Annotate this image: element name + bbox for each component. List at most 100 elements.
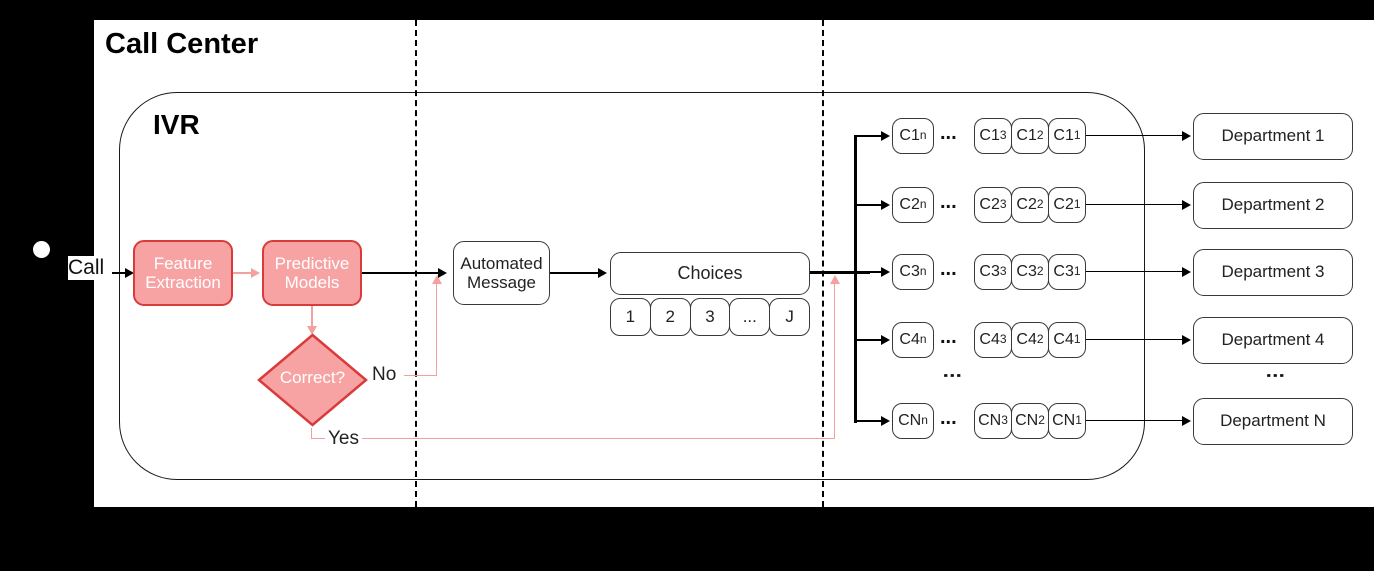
node-choices[interactable]: Choices	[610, 252, 810, 295]
edge-trunk-to-queue-5	[856, 420, 882, 422]
queue-label-subscript: 3	[999, 264, 1007, 279]
edge-queue-2-to-department-2	[1086, 204, 1183, 205]
arrowhead-yes-into-flow	[830, 275, 840, 284]
node-predictive-models[interactable]: Predictive Models	[262, 240, 362, 306]
lane-divider-2	[822, 20, 824, 507]
arrowhead-trunk-to-queue-4	[881, 335, 890, 345]
edge-label-no: No	[369, 364, 400, 386]
queue-label-base: C3	[1016, 263, 1037, 281]
queue-label-base: C2	[1016, 196, 1037, 214]
queue-2-horizontal-ellipsis: ...	[940, 191, 957, 213]
edge-queue-1-to-department-1	[1086, 135, 1183, 136]
queue-label-base: CN	[978, 412, 1002, 430]
edge-trunk-to-queue-1	[856, 135, 882, 137]
queue-label-base: C2	[1053, 196, 1074, 214]
arrowhead-no-into-flow	[432, 275, 442, 284]
queue-label-subscript: n	[919, 197, 927, 212]
choice-key-3[interactable]: 3	[689, 298, 731, 336]
edge-yes-segment-h2	[362, 438, 835, 439]
queue-label-base: C4	[979, 331, 1000, 349]
queue-label-base: C2	[899, 196, 920, 214]
choice-key-5[interactable]: J	[769, 298, 810, 336]
queue-label-base: C4	[1053, 331, 1074, 349]
department-box-3[interactable]: Department 3	[1193, 248, 1353, 296]
arrowhead-call-to-feature	[125, 268, 134, 278]
node-feature-extraction[interactable]: Feature Extraction	[133, 240, 233, 306]
choice-key-1[interactable]: 1	[610, 298, 651, 336]
arrowhead-feature-to-predictive	[251, 268, 260, 278]
arrowhead-predictive-to-decision	[307, 326, 317, 335]
edge-predictive-to-message	[362, 272, 440, 274]
queue-label-base: C3	[1053, 263, 1074, 281]
ivr-container	[119, 92, 1145, 480]
queue-label-base: C2	[979, 196, 1000, 214]
queue-label-subscript: 1	[1073, 128, 1081, 143]
edge-message-to-choices	[550, 272, 600, 274]
choice-key-2[interactable]: 2	[649, 298, 691, 336]
edge-no-segment-v	[436, 282, 437, 376]
queue-label-base: CN	[1052, 412, 1076, 430]
edge-queue-4-to-department-4	[1086, 339, 1183, 340]
queue-label-subscript: n	[921, 413, 928, 428]
node-decision-correct[interactable]: Correct?	[256, 332, 369, 428]
arrowhead-queue-3-to-department-3	[1182, 267, 1191, 277]
queue-label-base: C4	[899, 331, 920, 349]
queue-label-subscript: 2	[1038, 413, 1045, 428]
queue-label-subscript: 1	[1073, 197, 1081, 212]
edge-yes-segment-v2	[834, 282, 835, 439]
arrowhead-queue-2-to-department-2	[1182, 200, 1191, 210]
node-automated-message[interactable]: Automated Message	[453, 241, 550, 305]
queue-4-horizontal-ellipsis: ...	[940, 326, 957, 348]
queue-label-subscript: n	[919, 264, 927, 279]
arrowhead-predictive-to-message	[438, 268, 447, 278]
choice-key-4[interactable]: ...	[729, 298, 771, 336]
queue-label-subscript: 2	[1036, 128, 1044, 143]
department-box-1[interactable]: Department 1	[1193, 112, 1353, 160]
department-box-5[interactable]: Department N	[1193, 397, 1353, 445]
queue-label-base: C1	[979, 127, 1000, 145]
arrowhead-queue-5-to-department-5	[1182, 416, 1191, 426]
queue-label-subscript: 3	[999, 128, 1007, 143]
edge-call-to-feature	[112, 272, 131, 274]
queue-label-subscript: n	[919, 332, 927, 347]
start-event-dot	[33, 241, 50, 258]
arrowhead-trunk-to-queue-2	[881, 200, 890, 210]
queue-label-base: C3	[899, 263, 920, 281]
queue-label-subscript: n	[919, 128, 927, 143]
department-box-4[interactable]: Department 4	[1193, 316, 1353, 364]
start-label: Call	[68, 256, 105, 280]
edge-choices-to-queues	[810, 271, 870, 274]
queue-vertical-ellipsis: ⋮	[941, 366, 962, 386]
queue-trunk	[854, 135, 857, 423]
arrowhead-trunk-to-queue-1	[881, 131, 890, 141]
queue-label-base: CN	[898, 412, 922, 430]
department-box-2[interactable]: Department 2	[1193, 181, 1353, 229]
diamond-shape	[257, 333, 368, 427]
queue-label-base: C1	[899, 127, 920, 145]
arrowhead-trunk-to-queue-5	[881, 416, 890, 426]
edge-trunk-to-queue-2	[856, 204, 882, 206]
decision-label: Correct?	[279, 368, 346, 387]
